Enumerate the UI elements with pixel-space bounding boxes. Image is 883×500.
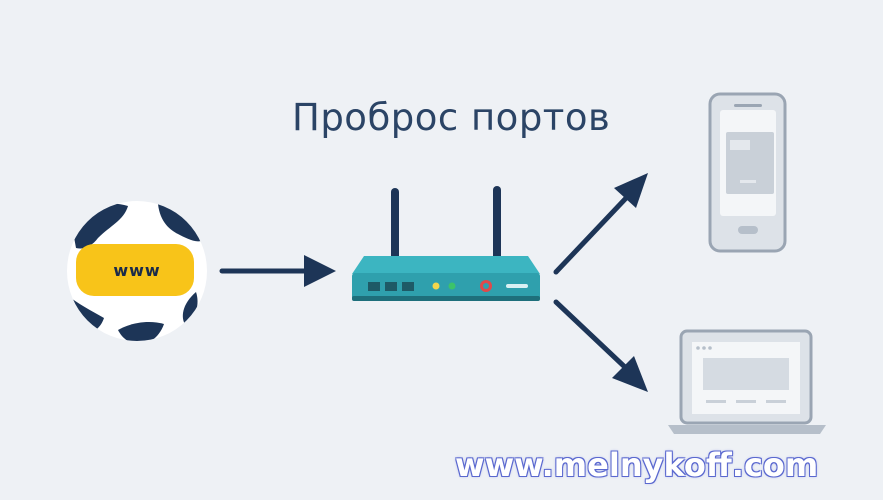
router-icon bbox=[352, 186, 540, 301]
arrow-to-router bbox=[219, 255, 336, 287]
diagram-title: Проброс портов bbox=[292, 96, 611, 139]
arrow-to-phone bbox=[553, 173, 648, 275]
globe-label: www bbox=[113, 261, 160, 280]
laptop-icon bbox=[668, 329, 826, 434]
watermark: www.melnykoff.com bbox=[455, 446, 819, 484]
smartphone-icon bbox=[708, 92, 787, 253]
arrow-to-laptop bbox=[553, 299, 648, 392]
